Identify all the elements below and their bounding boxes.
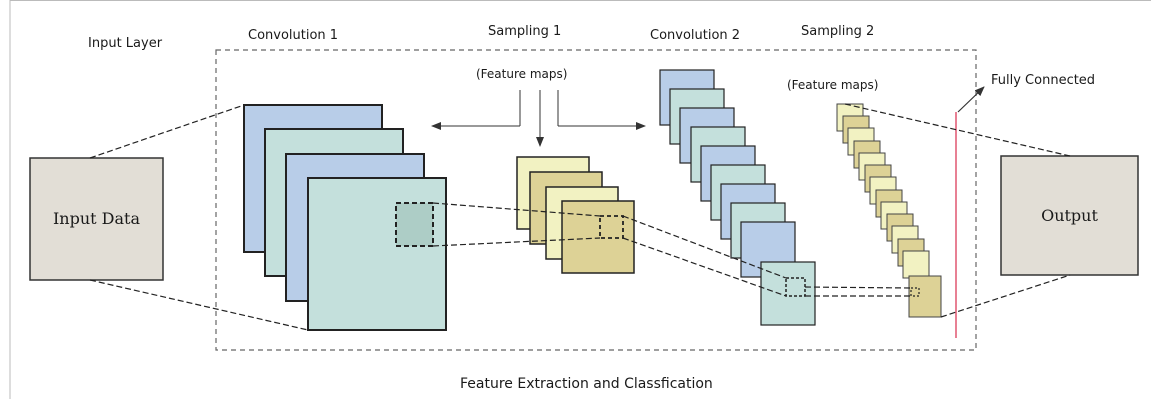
input-to-conv1-top: [89, 104, 245, 159]
fully-connected-arrow: [957, 86, 985, 113]
sampling-2-stack: [836, 103, 942, 318]
sampling-1-stack: [516, 156, 635, 274]
convolution-1-label: Convolution 1: [248, 28, 338, 43]
conv1-map-4: [307, 177, 447, 331]
feature-extraction-frame: [215, 49, 977, 351]
samp2-to-output-bottom: [940, 274, 1071, 318]
samp1-map-4: [561, 200, 635, 274]
input-layer-label: Input Layer: [88, 36, 163, 51]
samp1-to-conv2-bottom: [622, 237, 787, 297]
conv1-to-samp1-bottom: [432, 237, 601, 247]
conv2-to-samp2-top: [804, 286, 912, 289]
samp1-to-conv2-top: [622, 215, 787, 279]
input-data-label: Input Data: [53, 209, 140, 228]
input-data-box: [29, 157, 164, 281]
output-box: [1000, 155, 1139, 276]
feature-maps-2-label: (Feature maps): [787, 78, 878, 92]
convolution-2-stack: [659, 69, 816, 326]
conv1-to-samp1-top: [432, 202, 601, 217]
samp2-map-13: [902, 250, 930, 279]
sampling-2-label: Sampling 2: [801, 24, 874, 39]
samp1-receptive-field: [599, 215, 624, 239]
feature-maps-1-label: (Feature maps): [476, 67, 567, 81]
conv1-receptive-field: [395, 202, 434, 247]
input-to-conv1-bottom: [89, 279, 309, 331]
output-label: Output: [1041, 206, 1098, 225]
caption: Feature Extraction and Classfication: [460, 376, 713, 392]
fully-connected-label: Fully Connected: [991, 73, 1095, 88]
connector-lines: [89, 103, 1071, 331]
samp2-receptive-field: [910, 287, 920, 297]
convolution-1-stack: [243, 104, 447, 331]
samp2-to-output-top: [844, 103, 1071, 157]
sampling-1-label: Sampling 1: [488, 24, 561, 39]
convolution-2-label: Convolution 2: [650, 28, 740, 43]
